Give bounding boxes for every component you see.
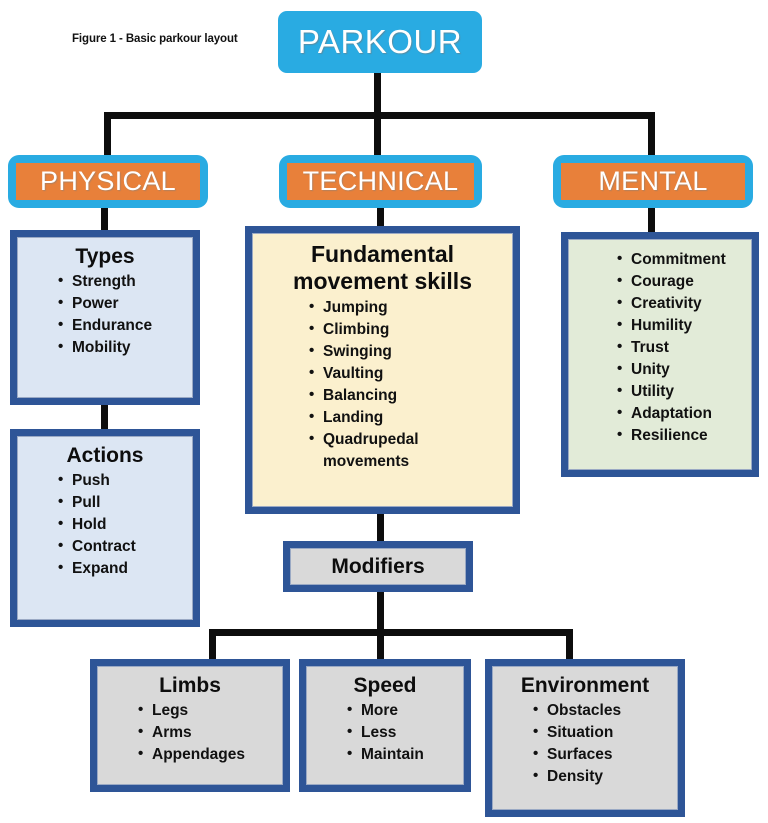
node-physical-label: PHYSICAL (40, 166, 176, 196)
connector-technical-to-skills (377, 206, 384, 228)
box-types[interactable]: Types Strength Power Endurance Mobility (10, 230, 200, 405)
list-item: Surfaces (531, 743, 673, 766)
connector-to-limbs (209, 629, 216, 661)
connector-skills-to-modifiers (377, 513, 384, 543)
list-item: Obstacles (531, 699, 673, 722)
list-item: Push (56, 469, 188, 492)
connector-bottom-bus (209, 629, 573, 636)
box-speed-title: Speed (353, 674, 417, 697)
box-limbs-title: Limbs (159, 674, 221, 697)
list-item: Creativity (615, 292, 747, 315)
node-parkour-label: PARKOUR (297, 23, 463, 60)
list-item: Utility (615, 380, 747, 403)
box-modifiers-fill: Modifiers (290, 548, 466, 585)
node-technical[interactable]: TECHNICAL (279, 155, 482, 208)
box-mental-fill: Commitment Courage Creativity Humility T… (568, 239, 752, 470)
list-item: Climbing (307, 318, 508, 341)
connector-to-speed (377, 629, 384, 661)
box-skills-title-line2: movement skills (293, 268, 472, 295)
box-speed-fill: Speed More Less Maintain (306, 666, 464, 785)
node-parkour[interactable]: PARKOUR (278, 11, 482, 73)
list-item: Density (531, 765, 673, 788)
box-environment-title: Environment (520, 674, 650, 697)
node-mental[interactable]: MENTAL (553, 155, 753, 208)
list-item: Legs (136, 699, 278, 722)
node-physical[interactable]: PHYSICAL (8, 155, 208, 208)
box-environment-fill: Environment Obstacles Situation Surfaces… (492, 666, 678, 810)
list-item: Situation (531, 721, 673, 744)
connector-root-stem (374, 72, 381, 116)
box-actions[interactable]: Actions Push Pull Hold Contract Expand (10, 429, 200, 627)
box-modifiers[interactable]: Modifiers (283, 541, 473, 592)
connector-to-physical (104, 112, 111, 160)
list-item: Endurance (56, 314, 188, 337)
list-item-continuation: movements (323, 453, 410, 471)
connector-modifiers-stem (377, 590, 384, 635)
list-item: Adaptation (615, 402, 747, 425)
connector-physical-to-types (101, 206, 108, 232)
list-item: Pull (56, 491, 188, 514)
node-physical-inner: PHYSICAL (16, 163, 200, 200)
connector-to-environment (566, 629, 573, 661)
box-types-list: Strength Power Endurance Mobility (22, 270, 188, 359)
box-speed[interactable]: Speed More Less Maintain (299, 659, 471, 792)
box-limbs[interactable]: Limbs Legs Arms Appendages (90, 659, 290, 792)
node-technical-label: TECHNICAL (302, 166, 459, 196)
list-item: Power (56, 292, 188, 315)
connector-to-technical (374, 112, 381, 160)
list-item: Strength (56, 270, 188, 293)
list-item: More (345, 699, 459, 722)
list-item: Commitment (615, 248, 747, 271)
list-item: Hold (56, 513, 188, 536)
box-actions-list: Push Pull Hold Contract Expand (22, 469, 188, 580)
list-item: Landing (307, 406, 508, 429)
box-skills-title: Fundamental movement skills (257, 241, 508, 295)
list-item: Balancing (307, 384, 508, 407)
connector-mental-to-attributes (648, 206, 655, 232)
list-item: Appendages (136, 743, 278, 766)
list-item: Vaulting (307, 362, 508, 385)
box-limbs-list: Legs Arms Appendages (102, 699, 278, 766)
list-item: Arms (136, 721, 278, 744)
box-skills-list: Jumping Climbing Swinging Vaulting Balan… (257, 296, 508, 473)
box-skills-fill: Fundamental movement skills Jumping Clim… (252, 233, 513, 507)
node-mental-inner: MENTAL (561, 163, 745, 200)
connector-to-mental (648, 112, 655, 160)
box-limbs-fill: Limbs Legs Arms Appendages (97, 666, 283, 785)
box-actions-title: Actions (66, 444, 144, 467)
list-item: Unity (615, 358, 747, 381)
box-actions-fill: Actions Push Pull Hold Contract Expand (17, 436, 193, 620)
figure-caption: Figure 1 - Basic parkour layout (72, 33, 238, 45)
list-item: Swinging (307, 340, 508, 363)
box-speed-list: More Less Maintain (311, 699, 459, 766)
box-environment-list: Obstacles Situation Surfaces Density (497, 699, 673, 788)
node-technical-inner: TECHNICAL (287, 163, 474, 200)
node-mental-label: MENTAL (598, 166, 708, 196)
list-item: Mobility (56, 336, 188, 359)
list-item: Less (345, 721, 459, 744)
list-item: Humility (615, 314, 747, 337)
box-types-fill: Types Strength Power Endurance Mobility (17, 237, 193, 398)
box-mental-attributes[interactable]: Commitment Courage Creativity Humility T… (561, 232, 759, 477)
box-environment[interactable]: Environment Obstacles Situation Surfaces… (485, 659, 685, 817)
box-types-title: Types (75, 245, 135, 268)
list-item: Jumping (307, 296, 508, 319)
list-item: Quadrupedal (307, 428, 508, 451)
box-skills-title-line1: Fundamental (310, 241, 455, 267)
list-item: Courage (615, 270, 747, 293)
list-item: Expand (56, 557, 188, 580)
box-modifiers-title: Modifiers (331, 555, 425, 578)
connector-types-to-actions (101, 403, 108, 431)
list-item: Resilience (615, 424, 747, 447)
list-item: Contract (56, 535, 188, 558)
box-mental-list: Commitment Courage Creativity Humility T… (573, 248, 747, 447)
box-fundamental-movement-skills[interactable]: Fundamental movement skills Jumping Clim… (245, 226, 520, 514)
list-item: Maintain (345, 743, 459, 766)
list-item: Trust (615, 336, 747, 359)
